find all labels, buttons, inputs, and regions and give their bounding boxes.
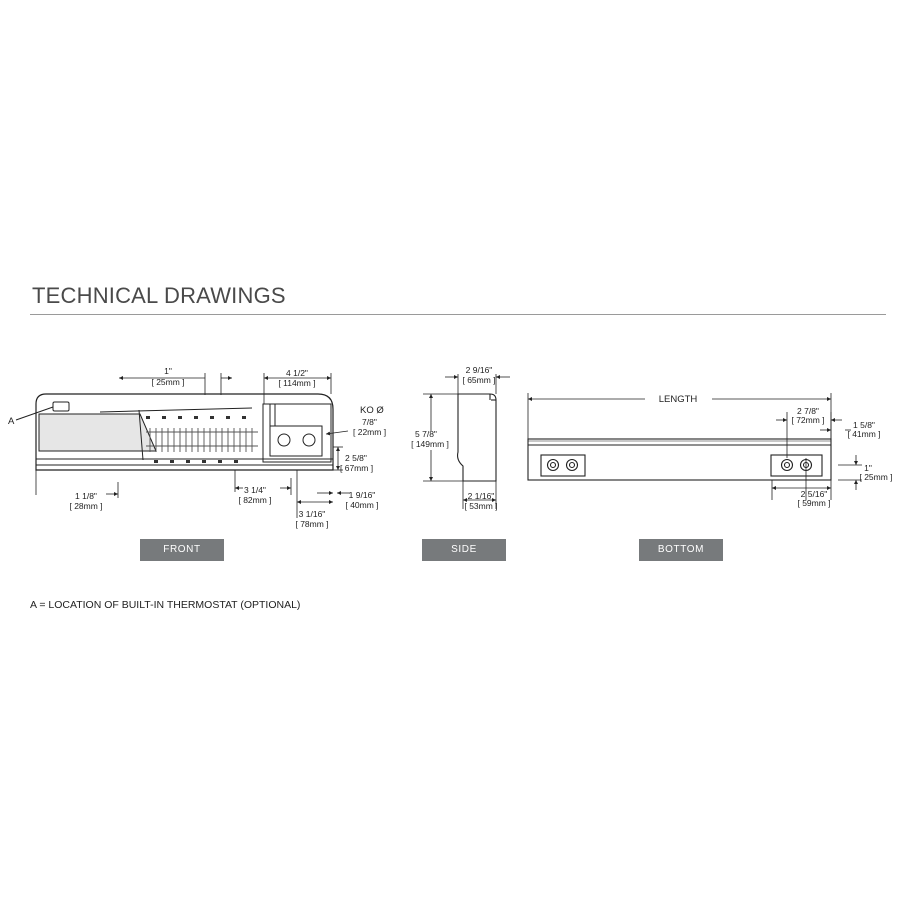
page-title: TECHNICAL DRAWINGS	[32, 283, 286, 308]
side-height-in: 5 7/8"	[415, 429, 437, 439]
bottom-d-mm: [ 59mm ]	[797, 498, 830, 508]
side-width-in: 2 9/16"	[466, 365, 493, 375]
dim-7-in: 1 9/16"	[349, 490, 376, 500]
dim-2-mm: [ 114mm ]	[278, 378, 315, 388]
title-divider	[30, 314, 886, 315]
front-dimension-labels: A 1" [ 25mm ] 4 1/2" [ 114mm ] KO Ø 7/8"…	[8, 366, 386, 529]
dim-7-mm: [ 40mm ]	[345, 500, 378, 510]
bottom-terminal-left	[540, 454, 586, 477]
dim-3-in: 7/8"	[362, 417, 377, 427]
dim-1-in: 1"	[164, 366, 172, 376]
dim-3-mm: [ 22mm ]	[353, 427, 386, 437]
dim-8-mm: [ 78mm ]	[295, 519, 328, 529]
side-base-in: 2 1/16"	[468, 491, 495, 501]
thermostat-footnote: A = LOCATION OF BUILT-IN THERMOSTAT (OPT…	[30, 599, 301, 611]
bottom-a-in: 2 7/8"	[797, 406, 819, 416]
side-view-tag: SIDE	[422, 539, 506, 561]
bottom-c-in: 1"	[864, 463, 872, 473]
dim-6-in: 3 1/4"	[244, 485, 266, 495]
side-width-mm: [ 65mm ]	[462, 375, 495, 385]
front-housing	[35, 393, 334, 471]
side-base-mm: [ 53mm ]	[464, 501, 497, 511]
vent-slots	[146, 416, 246, 463]
dim-6-mm: [ 82mm ]	[238, 495, 271, 505]
knockout-right	[302, 433, 316, 447]
bottom-dimensions	[527, 393, 862, 500]
bottom-c-mm: [ 25mm ]	[859, 472, 892, 482]
bottom-b-in: 1 5/8"	[853, 420, 875, 430]
side-profile	[457, 393, 497, 482]
bottom-terminal-right	[770, 454, 823, 477]
front-dimensions	[35, 373, 350, 518]
bottom-d-in: 2 5/16"	[801, 489, 828, 499]
dim-8-in: 3 1/16"	[299, 509, 326, 519]
junction-box	[262, 403, 332, 463]
dim-2-in: 4 1/2"	[286, 368, 308, 378]
side-view	[457, 393, 497, 482]
front-view-tag: FRONT	[140, 539, 224, 561]
length-label: LENGTH	[659, 394, 698, 405]
bottom-view	[527, 438, 832, 481]
dim-1-mm: [ 25mm ]	[151, 377, 184, 387]
dim-5-in: 1 1/8"	[75, 491, 97, 501]
bottom-b-mm: [ 41mm ]	[847, 429, 880, 439]
side-height-mm: [ 149mm ]	[411, 439, 449, 449]
front-cover-panel	[38, 413, 157, 452]
front-view	[15, 393, 334, 471]
dim-5-mm: [ 28mm ]	[69, 501, 102, 511]
marker-a: A	[8, 416, 15, 427]
bottom-a-mm: [ 72mm ]	[791, 415, 824, 425]
bottom-view-tag: BOTTOM	[639, 539, 723, 561]
dim-4-in: 2 5/8"	[345, 453, 367, 463]
knockout-left	[277, 433, 291, 447]
side-dimension-labels: 2 9/16" [ 65mm ] 5 7/8" [ 149mm ] 2 1/16…	[411, 365, 497, 511]
side-dimensions	[423, 374, 510, 509]
dim-4-mm: [ 67mm ]	[340, 463, 373, 473]
heating-fins	[146, 428, 258, 452]
thermostat-location-a	[52, 401, 70, 412]
ko-label: KO Ø	[360, 405, 384, 416]
bottom-dimension-labels: LENGTH 2 7/8" [ 72mm ] 1 5/8" [ 41mm ] 1…	[659, 394, 893, 508]
